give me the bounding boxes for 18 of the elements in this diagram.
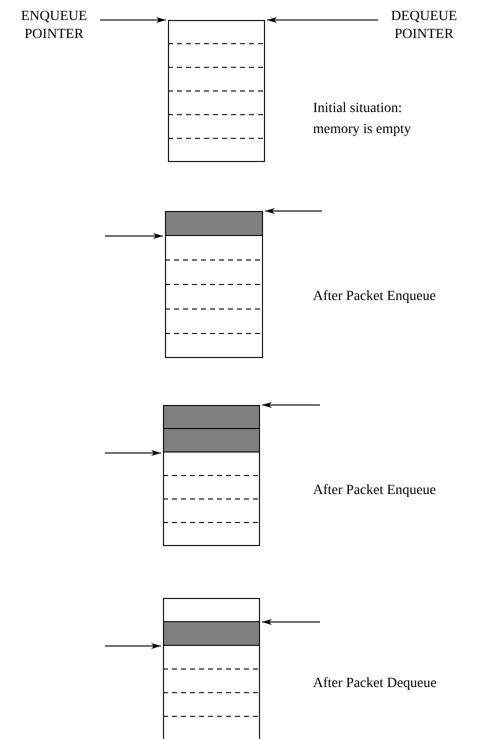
node-label: After Packet Enqueue — [313, 288, 437, 306]
arrow — [104, 233, 164, 239]
memory-buffer — [163, 598, 260, 739]
arrow — [262, 619, 320, 625]
memory-buffer — [168, 20, 265, 162]
node-label: After Packet Dequeue — [313, 675, 438, 693]
pointer-label: DEQUEUE POINTER — [390, 8, 458, 44]
arrow — [264, 208, 322, 214]
node-label: After Packet Enqueue — [313, 482, 437, 500]
arrow — [104, 643, 162, 649]
arrow — [100, 17, 166, 23]
node-label: Initial situation: memory is empty — [313, 100, 412, 139]
arrow — [266, 17, 378, 23]
pointer-label: ENQUEUE POINTER — [20, 8, 88, 44]
memory-buffer — [163, 405, 260, 546]
arrow — [104, 450, 162, 456]
memory-buffer — [165, 211, 263, 358]
arrow — [262, 402, 320, 408]
